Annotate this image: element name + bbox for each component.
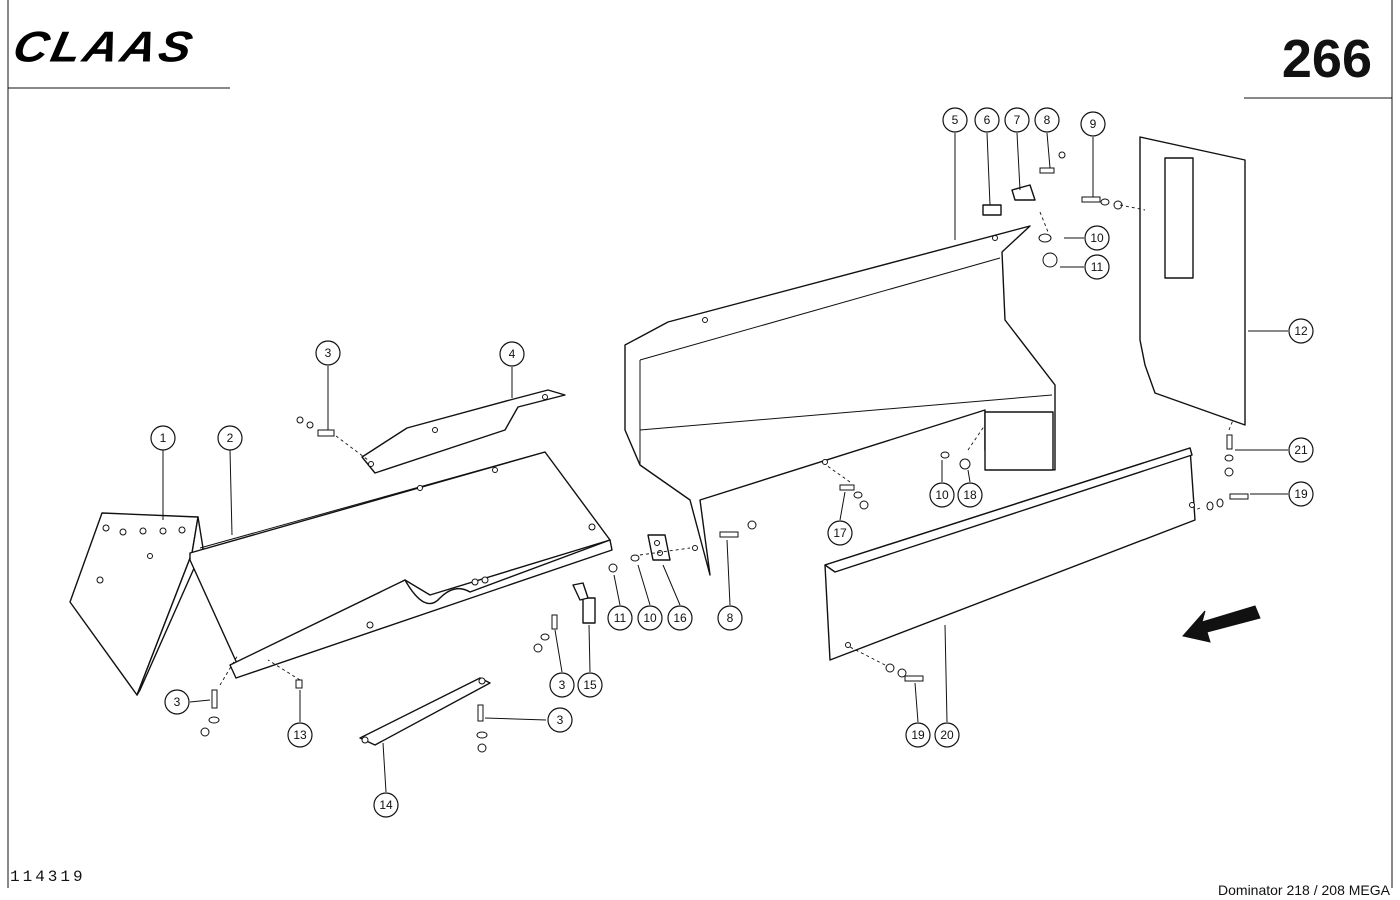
callout-3-mid[interactable]: 3	[549, 672, 575, 698]
callout-6[interactable]: 6	[974, 107, 1000, 133]
callout-3[interactable]: 3	[315, 340, 341, 366]
part-1-side-plate	[69, 512, 204, 696]
callout-10-low[interactable]: 10	[637, 605, 663, 631]
svg-text:17: 17	[833, 526, 847, 540]
svg-text:14: 14	[379, 798, 393, 812]
callout-16[interactable]: 16	[667, 605, 693, 631]
svg-text:21: 21	[1294, 443, 1308, 457]
leader-lines	[162, 132, 1288, 793]
fasteners	[200, 151, 1249, 753]
svg-text:2: 2	[227, 431, 234, 445]
svg-text:1: 1	[160, 431, 167, 445]
callout-3-left[interactable]: 3	[164, 689, 190, 715]
callout-11-top[interactable]: 11	[1084, 254, 1110, 280]
part-16-plate	[647, 534, 671, 561]
svg-text:20: 20	[940, 728, 954, 742]
page-number: 266	[1281, 29, 1372, 89]
svg-text:3: 3	[557, 713, 564, 727]
document-number: 114319	[10, 868, 86, 886]
callout-5[interactable]: 5	[942, 107, 968, 133]
svg-text:10: 10	[643, 611, 657, 625]
part-15-clip	[572, 582, 596, 624]
part-20-lower-beam	[824, 447, 1196, 661]
frame-lines	[7, 0, 1393, 888]
svg-text:3: 3	[174, 695, 181, 709]
svg-text:13: 13	[293, 728, 307, 742]
svg-text:11: 11	[1091, 260, 1104, 274]
callout-21[interactable]: 21	[1288, 437, 1314, 463]
svg-text:11: 11	[614, 611, 627, 625]
callout-7[interactable]: 7	[1004, 107, 1030, 133]
svg-text:9: 9	[1090, 117, 1097, 131]
svg-text:10: 10	[935, 488, 949, 502]
callout-3-low[interactable]: 3	[547, 707, 573, 733]
callout-11-low[interactable]: 11	[607, 605, 633, 631]
svg-text:8: 8	[1044, 113, 1051, 127]
callout-4[interactable]: 4	[499, 341, 525, 367]
assembly-lines	[219, 204, 1234, 686]
callout-8-mid[interactable]: 8	[717, 605, 743, 631]
svg-text:4: 4	[509, 347, 516, 361]
callout-18[interactable]: 18	[957, 482, 983, 508]
svg-text:7: 7	[1014, 113, 1021, 127]
callout-20[interactable]: 20	[934, 722, 960, 748]
part-2-side-panel	[189, 451, 613, 679]
svg-text:6: 6	[984, 113, 991, 127]
callout-13[interactable]: 13	[287, 722, 313, 748]
callout-12[interactable]: 12	[1288, 318, 1314, 344]
part-5-large-cover	[624, 225, 1056, 576]
svg-text:3: 3	[325, 346, 332, 360]
svg-text:8: 8	[727, 611, 734, 625]
callouts: 1 2 3 4 5 6 7 8 9 10 11 12 21 19 10 18 1…	[150, 107, 1314, 818]
svg-text:12: 12	[1294, 324, 1308, 338]
model-name: Dominator 218 / 208 MEGA	[1218, 882, 1390, 898]
part-14-strut	[359, 677, 491, 746]
svg-text:10: 10	[1090, 231, 1104, 245]
callout-19-right[interactable]: 19	[1288, 481, 1314, 507]
callout-15[interactable]: 15	[577, 672, 603, 698]
callout-10-top[interactable]: 10	[1084, 225, 1110, 251]
svg-text:15: 15	[583, 678, 597, 692]
part-12-tall-panel	[1139, 136, 1246, 426]
svg-text:16: 16	[673, 611, 687, 625]
callout-1[interactable]: 1	[150, 425, 176, 451]
callout-17[interactable]: 17	[827, 520, 853, 546]
callout-9[interactable]: 9	[1080, 111, 1106, 137]
svg-text:3: 3	[559, 678, 566, 692]
callout-19-low[interactable]: 19	[905, 722, 931, 748]
callout-8[interactable]: 8	[1034, 107, 1060, 133]
svg-text:19: 19	[911, 728, 925, 742]
svg-text:19: 19	[1294, 487, 1308, 501]
callout-10-mid[interactable]: 10	[929, 482, 955, 508]
direction-arrow-icon	[1182, 605, 1261, 643]
svg-text:5: 5	[952, 113, 959, 127]
part-7-bracket	[982, 184, 1036, 216]
part-4-bracket	[361, 389, 566, 474]
callout-2[interactable]: 2	[217, 425, 243, 451]
callout-14[interactable]: 14	[373, 792, 399, 818]
svg-text:18: 18	[963, 488, 977, 502]
